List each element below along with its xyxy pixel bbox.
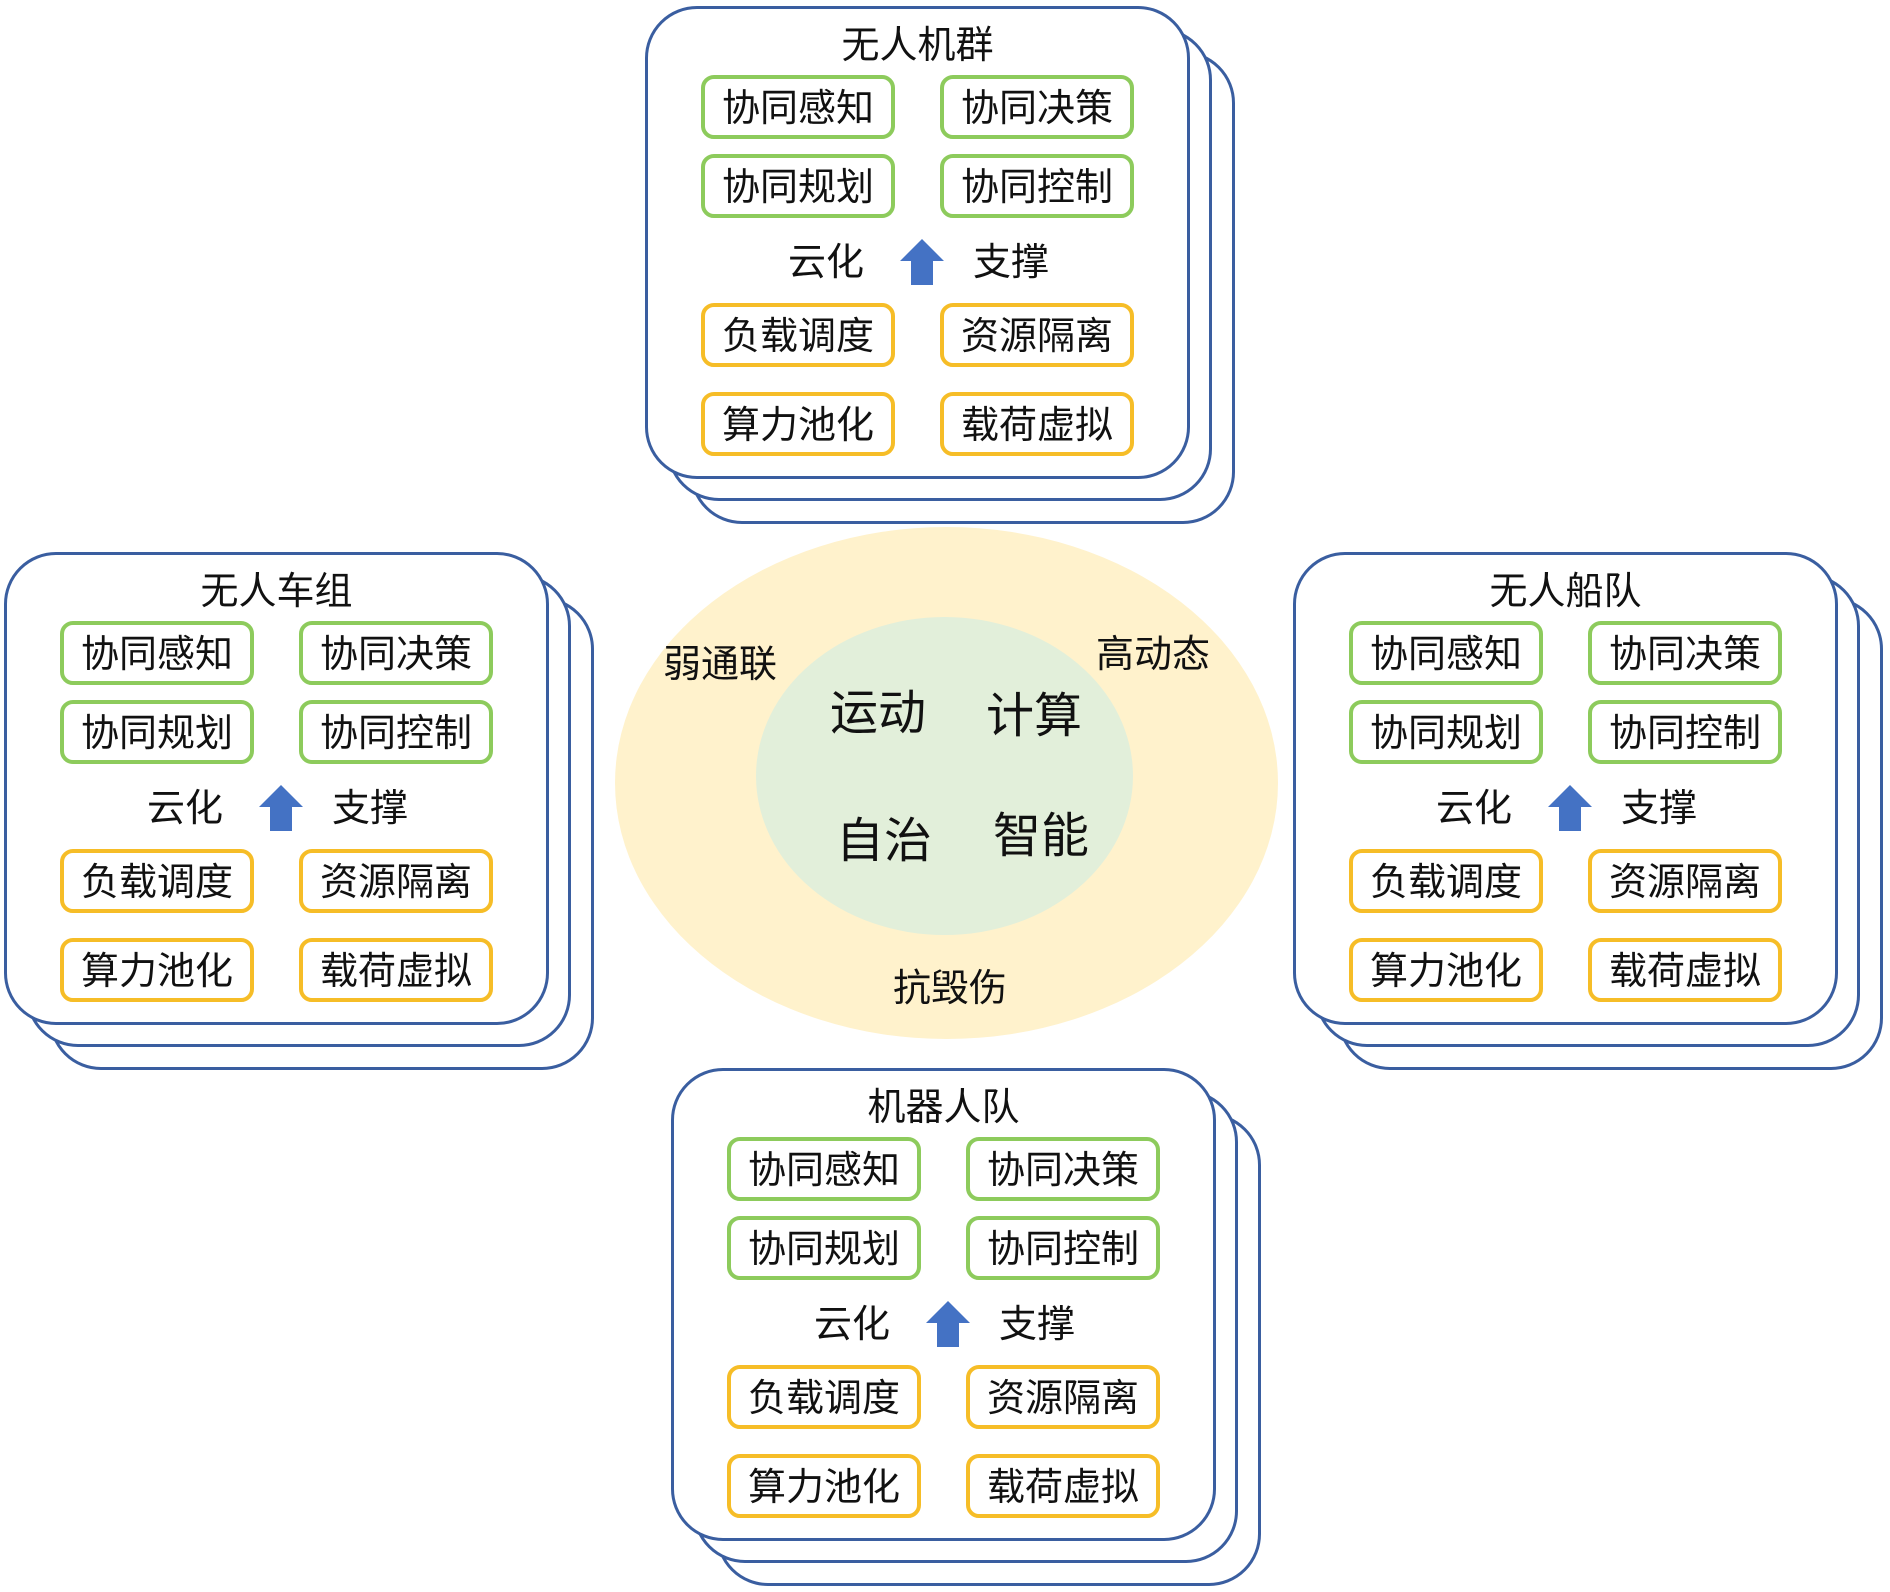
- up-arrow-icon: [926, 1301, 970, 1347]
- core-label-motion: 运动: [830, 685, 927, 741]
- env-label-weak-connectivity: 弱通联: [663, 642, 778, 686]
- collab-decision-box: 协同决策: [940, 75, 1134, 139]
- support-label: 支撑: [1621, 786, 1698, 830]
- payload-virtualization-box: 载荷虚拟: [1588, 938, 1782, 1002]
- payload-virtualization-box: 载荷虚拟: [966, 1454, 1160, 1518]
- collab-perception-box: 协同感知: [1349, 621, 1543, 685]
- compute-pooling-box: 算力池化: [701, 392, 895, 456]
- collab-control-box: 协同控制: [940, 154, 1134, 218]
- cloudify-label: 云化: [788, 240, 865, 284]
- compute-pooling-box: 算力池化: [60, 938, 254, 1002]
- env-label-high-dynamics: 高动态: [1096, 632, 1211, 676]
- load-scheduling-box: 负载调度: [1349, 849, 1543, 913]
- cluster-card: 机器人队协同感知协同决策协同规划协同控制云化 支撑负载调度资源隔离算力池化载荷虚拟: [671, 1068, 1216, 1541]
- resource-isolation-box: 资源隔离: [1588, 849, 1782, 913]
- collab-planning-box: 协同规划: [60, 700, 254, 764]
- cloudify-label: 云化: [814, 1302, 891, 1346]
- env-label-damage-resistance: 抗毁伤: [893, 966, 1008, 1010]
- collab-decision-box: 协同决策: [299, 621, 493, 685]
- core-label-intelligence: 智能: [993, 808, 1090, 864]
- resource-isolation-box: 资源隔离: [299, 849, 493, 913]
- up-arrow-icon: [900, 239, 944, 285]
- cloudify-label: 云化: [147, 786, 224, 830]
- core-label-computing: 计算: [986, 688, 1083, 744]
- cluster-usv-fleet: 无人船队协同感知协同决策协同规划协同控制云化 支撑负载调度资源隔离算力池化载荷虚拟: [1293, 552, 1883, 1070]
- collab-perception-box: 协同感知: [701, 75, 895, 139]
- up-arrow-icon: [259, 785, 303, 831]
- load-scheduling-box: 负载调度: [701, 303, 895, 367]
- resource-isolation-box: 资源隔离: [940, 303, 1134, 367]
- collab-control-box: 协同控制: [966, 1216, 1160, 1280]
- cluster-uav-swarm: 无人机群协同感知协同决策协同规划协同控制云化 支撑负载调度资源隔离算力池化载荷虚拟: [645, 6, 1235, 524]
- core-capability-ellipse: [756, 617, 1133, 935]
- payload-virtualization-box: 载荷虚拟: [299, 938, 493, 1002]
- core-label-autonomy: 自治: [836, 813, 933, 869]
- cluster-title: 机器人队: [867, 1085, 1020, 1129]
- payload-virtualization-box: 载荷虚拟: [940, 392, 1134, 456]
- collab-perception-box: 协同感知: [60, 621, 254, 685]
- compute-pooling-box: 算力池化: [727, 1454, 921, 1518]
- up-arrow-icon: [1548, 785, 1592, 831]
- cluster-card: 无人车组协同感知协同决策协同规划协同控制云化 支撑负载调度资源隔离算力池化载荷虚拟: [4, 552, 549, 1025]
- cloudify-label: 云化: [1436, 786, 1513, 830]
- cluster-card: 无人船队协同感知协同决策协同规划协同控制云化 支撑负载调度资源隔离算力池化载荷虚拟: [1293, 552, 1838, 1025]
- collab-decision-box: 协同决策: [1588, 621, 1782, 685]
- collab-decision-box: 协同决策: [966, 1137, 1160, 1201]
- cluster-card: 无人机群协同感知协同决策协同规划协同控制云化 支撑负载调度资源隔离算力池化载荷虚拟: [645, 6, 1190, 479]
- cluster-title: 无人船队: [1489, 569, 1642, 613]
- support-label: 支撑: [332, 786, 409, 830]
- support-label: 支撑: [973, 240, 1050, 284]
- collab-planning-box: 协同规划: [1349, 700, 1543, 764]
- resource-isolation-box: 资源隔离: [966, 1365, 1160, 1429]
- support-label: 支撑: [999, 1302, 1076, 1346]
- cluster-robot-team: 机器人队协同感知协同决策协同规划协同控制云化 支撑负载调度资源隔离算力池化载荷虚拟: [671, 1068, 1261, 1586]
- cluster-title: 无人车组: [200, 569, 353, 613]
- collab-planning-box: 协同规划: [727, 1216, 921, 1280]
- collab-control-box: 协同控制: [299, 700, 493, 764]
- cluster-ugv-group: 无人车组协同感知协同决策协同规划协同控制云化 支撑负载调度资源隔离算力池化载荷虚拟: [4, 552, 594, 1070]
- collab-control-box: 协同控制: [1588, 700, 1782, 764]
- compute-pooling-box: 算力池化: [1349, 938, 1543, 1002]
- collab-perception-box: 协同感知: [727, 1137, 921, 1201]
- load-scheduling-box: 负载调度: [60, 849, 254, 913]
- collab-planning-box: 协同规划: [701, 154, 895, 218]
- load-scheduling-box: 负载调度: [727, 1365, 921, 1429]
- cluster-title: 无人机群: [841, 23, 994, 67]
